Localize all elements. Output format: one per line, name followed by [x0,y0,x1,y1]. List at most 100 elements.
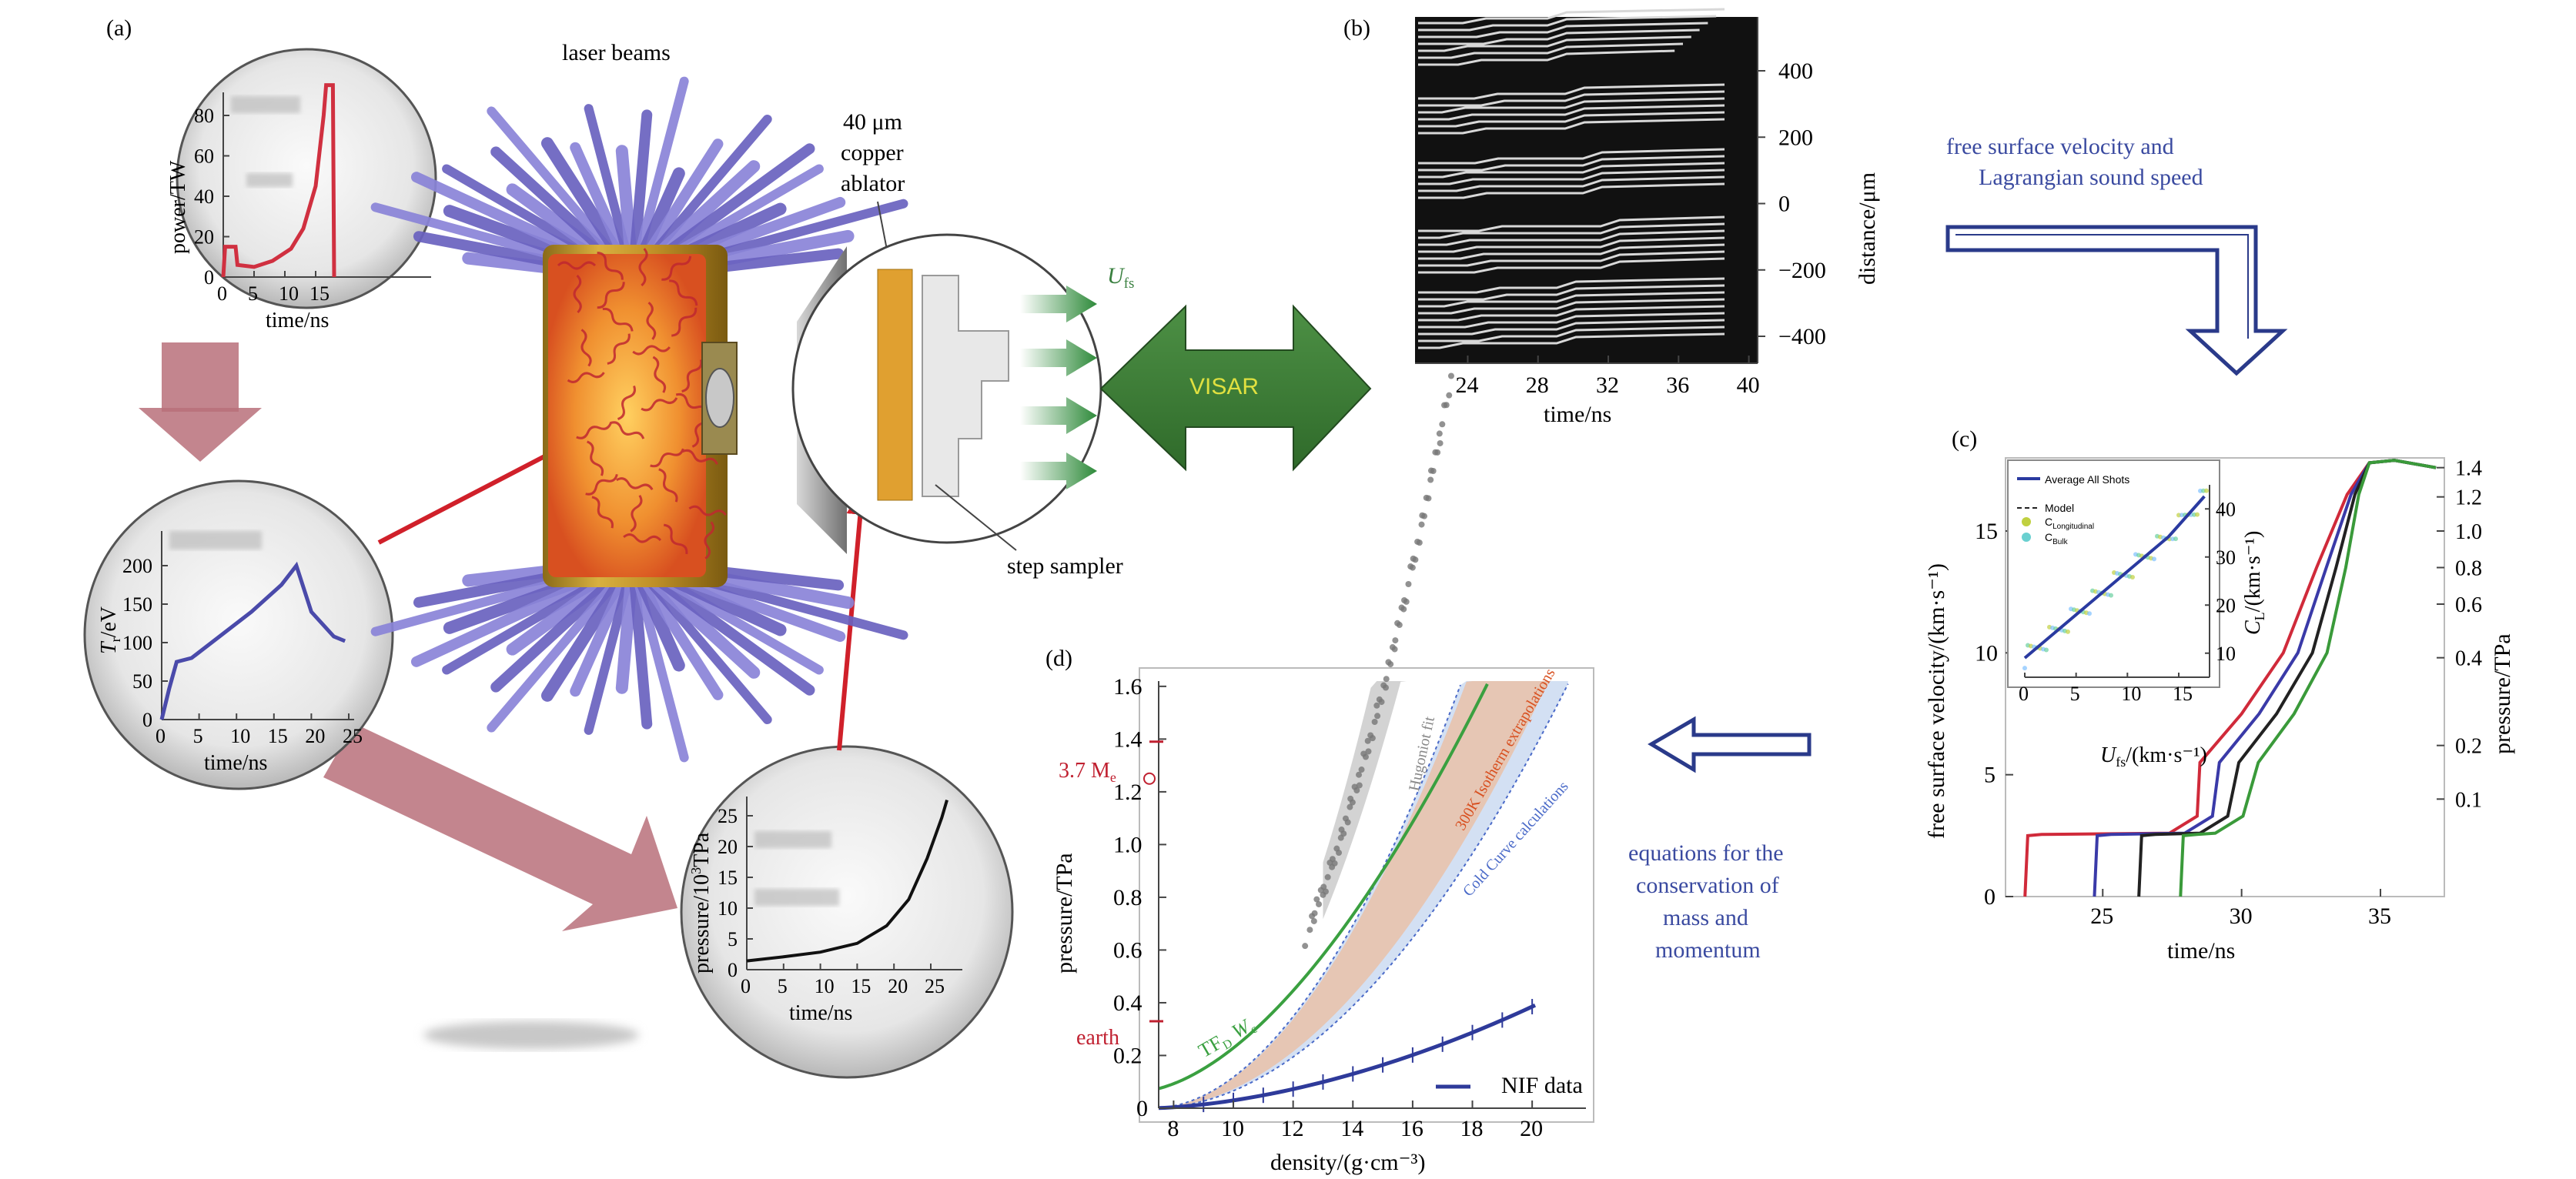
plasma-filament [617,385,636,420]
hugoniot-point [1382,684,1389,691]
inset-point [2130,575,2135,579]
earth-label: earth [1076,1026,1119,1050]
hugoniot-point [1365,748,1372,755]
plasma-filament [576,423,612,439]
panel-d-ytick-label: 1.2 [1113,780,1142,805]
temp-ytick-label: 100 [122,632,152,654]
hugoniot-point [1425,495,1432,502]
power-xtick-label: 5 [248,282,258,305]
streak-fringe [1418,312,1725,329]
panel-c-ytick-label: 0 [1984,884,1996,910]
streak-fringe [1418,215,1725,232]
streak-fringe [1418,104,1725,121]
hugoniot-point [1324,873,1331,880]
hugoniot-point [1387,661,1394,668]
inset-ytick-label: 20 [2216,594,2236,616]
streak-fringe [1418,243,1725,260]
panel-b-ytick-label: 400 [1778,58,1813,84]
temp-xtick-label: 20 [305,725,325,747]
plasma-filament [688,505,727,516]
sample-zoom: Ufs [791,233,1134,554]
panel-c-xtick-label: 25 [2090,903,2113,929]
plasma-filament [580,329,592,367]
panel-b-label: (b) [1343,15,1370,41]
streak-fringe [1418,90,1725,107]
hugoniot-point [1336,850,1343,857]
power-ylabel: power/TW [166,160,190,254]
hugoniot-point [1349,799,1356,806]
panel-d-ytick-label: 1.6 [1113,674,1142,700]
hugoniot-point [1337,834,1344,841]
press-xtick-label: 0 [741,975,751,997]
inset-point [2066,629,2070,634]
panel-c-ptick-label: 1.4 [2455,457,2482,481]
panel-c-label: (c) [1952,426,1977,452]
power-ytick-label: 60 [194,145,214,168]
inset-xtick-label: 10 [2121,683,2141,705]
power-ytick-label: 0 [204,266,214,289]
streak-fringe [1418,326,1725,342]
streak-fringe [1418,229,1725,246]
press-ytick-label: 20 [718,836,738,858]
nif-legend-label: NIF data [1501,1073,1583,1098]
hugoniot-point [1353,787,1360,793]
plasma-filament [681,359,703,393]
inset-legend-swatch [2022,533,2031,542]
press-ytick-label: 25 [718,805,738,827]
panel-b-ytick-label: 200 [1778,125,1813,150]
inset-point [2044,647,2049,653]
press-xtick-label: 5 [778,975,788,997]
hugoniot-point [1344,819,1351,826]
panel-c-ptick-label: 0.1 [2455,788,2482,812]
streak-fringe [1418,257,1725,274]
tf-curve [1158,683,1489,1090]
plasma-filament [658,468,678,503]
plasma-filament [557,261,597,270]
hugoniot-point [1364,737,1371,744]
press-xtick-label: 15 [851,975,871,997]
probe-arrows [1020,286,1097,489]
streak-fringe [1418,155,1725,172]
power-curve [221,83,336,278]
panel-d-xtick-label: 16 [1400,1116,1423,1141]
hugoniot-point [1405,581,1412,588]
probe-arrow [1020,339,1097,376]
plasma-filament [616,477,654,491]
plasma-filament [704,521,715,559]
hugoniot-point [1373,702,1380,709]
hugoniot-point [1306,927,1313,934]
panel-d-ytick-label: 0.8 [1113,885,1142,910]
velocity-trace [2179,459,2437,897]
panel-b-ytick-label: 0 [1778,192,1790,217]
power-ytick-label: 80 [194,105,214,127]
mass-marker-circle [1143,772,1156,785]
streak-fringe [1418,83,1725,100]
inset-average-curve [2023,495,2206,660]
step-sampler-leader [935,484,1017,551]
panel-c-ylabel: free surface velocity/(km·s⁻¹) [1924,563,1949,839]
panel-b-xtick-label: 28 [1526,372,1549,398]
hugoniot-point [1378,699,1385,706]
inset-legend-swatch [2022,517,2031,526]
hugoniot-point [1430,467,1437,474]
streak-fringe [1418,162,1725,179]
hugoniot-point [1400,606,1407,613]
streak-fringe [1418,298,1725,315]
inset-legend-item: Model [2045,502,2074,514]
press-xlabel: time/ns [789,1001,852,1025]
shadow-smudge [423,1021,639,1049]
plasma-filament [663,523,688,555]
hugoniot-point [1369,735,1376,742]
streak-fringe [1418,284,1725,301]
panel-d-ytick-label: 1.4 [1113,726,1142,752]
streak-fringe [1418,222,1725,239]
streak-fringe [1418,250,1725,267]
panel-c-ptick-label: 0.6 [2455,593,2482,617]
inset-xtick-label: 5 [2070,683,2080,705]
panel-c-ptick-label: 0.2 [2455,735,2482,759]
temp-xtick-label: 10 [230,725,250,747]
streak-fringe [1418,28,1700,45]
streak-fringe [1418,305,1725,322]
power-xtick-label: 0 [217,282,227,305]
